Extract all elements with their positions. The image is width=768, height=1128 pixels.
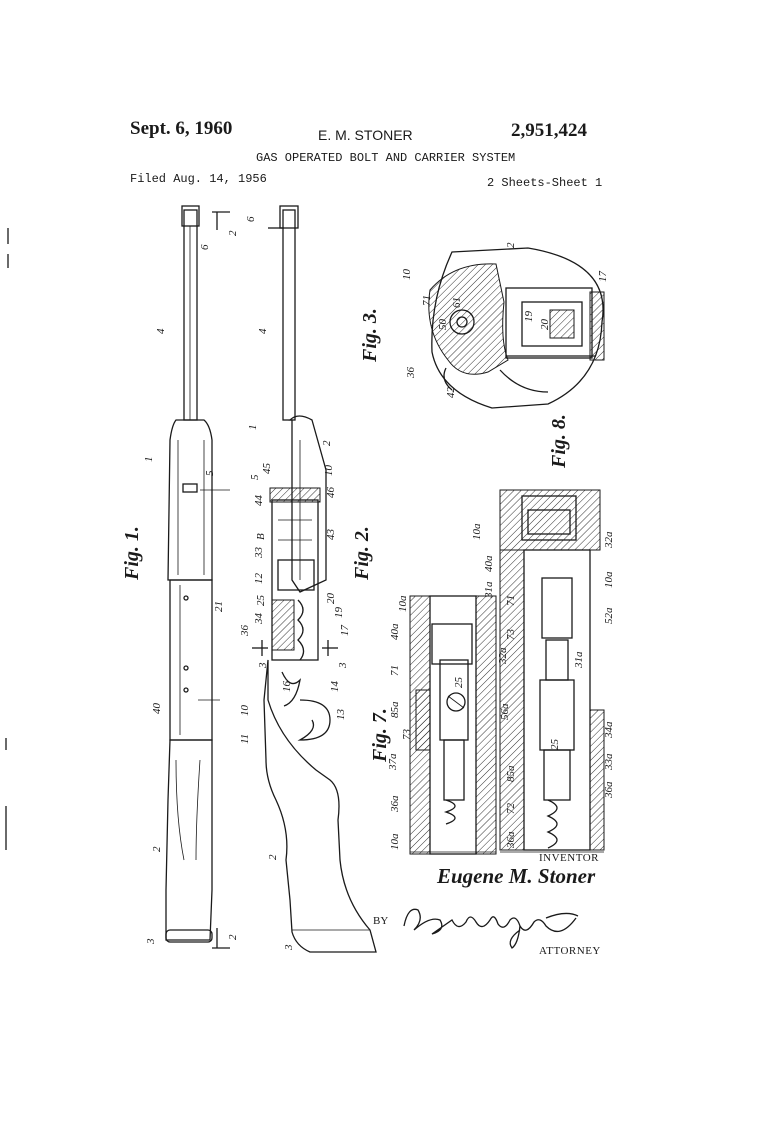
ref-1-fig2: 1 <box>247 425 259 431</box>
ref-21: 21 <box>213 601 225 612</box>
ref-34a: 34a <box>603 721 615 739</box>
ref-44: 44 <box>253 495 265 507</box>
ref-4: 4 <box>155 328 167 334</box>
ref-2-fig2b: 2 <box>267 854 279 860</box>
ref-10-fig2b: 10 <box>239 705 251 717</box>
ref-6: 6 <box>199 244 211 250</box>
fig1-label: Fig. 1. <box>121 526 143 581</box>
inventor-heading: E. M. STONER <box>318 127 413 143</box>
inventor-name: Eugene M. Stoner <box>437 864 596 888</box>
inventor-label: INVENTOR <box>539 852 600 864</box>
ref-2-fig2: 2 <box>321 440 333 446</box>
ref-17: 17 <box>339 625 351 637</box>
ref-14: 14 <box>329 681 341 693</box>
margin-marks <box>5 228 9 850</box>
ref-B: B <box>255 533 267 540</box>
ref-2-fig3: 2 <box>505 242 517 248</box>
section-mark-2-bottom: 2 <box>227 934 239 940</box>
ref-40a-fig7: 40a <box>389 623 401 640</box>
ref-25: 25 <box>255 595 267 607</box>
ref-17-fig3: 17 <box>597 271 609 283</box>
ref-10a-fig8: 10a <box>471 523 483 540</box>
ref-71-fig7: 71 <box>389 665 401 676</box>
ref-19: 19 <box>333 607 345 619</box>
ref-25-fig7: 25 <box>453 677 465 689</box>
ref-10a-fig8b: 10a <box>603 571 615 588</box>
fig8-label: Fig. 8. <box>548 414 570 469</box>
ref-85a-fig7: 85a <box>389 701 401 718</box>
ref-10a-fig7b: 10a <box>389 833 401 850</box>
ref-40: 40 <box>151 703 163 715</box>
ref-36-fig3: 36 <box>405 367 417 380</box>
ref-42: 42 <box>445 387 457 399</box>
ref-10a-fig7: 10a <box>397 595 409 612</box>
section-mark-2-top: 2 <box>227 230 239 236</box>
ref-20-fig3: 20 <box>539 319 551 331</box>
ref-32a-fig8: 32a <box>603 531 615 549</box>
ref-36: 36 <box>239 625 251 638</box>
ref-61: 61 <box>451 297 463 308</box>
ref-5-fig2: 5 <box>249 474 261 480</box>
ref-50: 50 <box>437 319 449 331</box>
ref-73-fig8: 73 <box>505 629 517 641</box>
ref-71-fig3: 71 <box>421 295 433 306</box>
ref-12: 12 <box>253 573 265 585</box>
ref-37a: 37a <box>387 753 399 771</box>
fig2-rifle-side-section <box>252 205 377 953</box>
ref-20: 20 <box>325 593 337 605</box>
ref-1: 1 <box>143 457 155 463</box>
ref-13: 13 <box>335 709 347 721</box>
ref-31a-fig7: 31a <box>483 581 495 599</box>
ref-10-fig3: 10 <box>401 269 413 281</box>
ref-43: 43 <box>325 529 337 541</box>
ref-19-fig3: 19 <box>523 311 535 323</box>
ref-73-fig7: 73 <box>401 729 413 741</box>
by-label: BY <box>373 915 389 927</box>
fig3-cross-section <box>428 247 605 409</box>
ref-3: 3 <box>145 938 157 945</box>
ref-16: 16 <box>281 681 293 693</box>
ref-32a-fig7: 32a <box>497 647 509 665</box>
ref-36a-fig8: 36a <box>603 781 615 799</box>
fig2-label: Fig. 2. <box>351 526 373 581</box>
ref-33a: 33a <box>603 753 615 771</box>
ref-3-fig2: 3 <box>283 944 295 951</box>
ref-4-fig2: 4 <box>257 328 269 334</box>
fig3-label: Fig. 3. <box>359 308 381 363</box>
ref-36a-fig8b: 36a <box>505 831 517 849</box>
section-mark-3-left: 3 <box>257 662 269 669</box>
ref-31a-fig8: 31a <box>573 651 585 669</box>
ref-33: 33 <box>253 547 265 560</box>
section-mark-3-right: 3 <box>337 662 349 669</box>
fig8-carrier-detail <box>499 489 605 853</box>
ref-5: 5 <box>204 470 216 476</box>
ref-6-fig2: 6 <box>245 216 257 222</box>
attorney-label: ATTORNEY <box>539 945 601 957</box>
sheet-count: 2 Sheets-Sheet 1 <box>487 176 603 190</box>
fig7-label: Fig. 7. <box>369 708 391 763</box>
ref-85a-fig8: 85a <box>505 765 517 782</box>
ref-72: 72 <box>505 803 517 815</box>
ref-52a: 52a <box>603 607 615 624</box>
ref-46: 46 <box>325 487 337 499</box>
ref-10-fig2: 10 <box>323 465 335 477</box>
ref-40a-fig8: 40a <box>483 555 495 572</box>
patent-title: GAS OPERATED BOLT AND CARRIER SYSTEM <box>256 151 516 165</box>
ref-11: 11 <box>239 734 251 744</box>
patent-date: Sept. 6, 1960 <box>130 118 233 139</box>
fig7-bolt-detail <box>409 595 497 855</box>
ref-56a: 56a <box>499 703 511 720</box>
attorney-signature <box>403 908 579 949</box>
fig1-rifle-top-view <box>165 205 230 949</box>
ref-71-fig8: 71 <box>505 595 517 606</box>
patent-number: 2,951,424 <box>511 120 587 141</box>
ref-36a-fig7: 36a <box>389 795 401 813</box>
filed-date: Filed Aug. 14, 1956 <box>130 172 267 186</box>
ref-45: 45 <box>261 463 273 475</box>
ref-34: 34 <box>253 613 265 626</box>
ref-25-fig8: 25 <box>549 739 561 751</box>
ref-2: 2 <box>151 846 163 852</box>
